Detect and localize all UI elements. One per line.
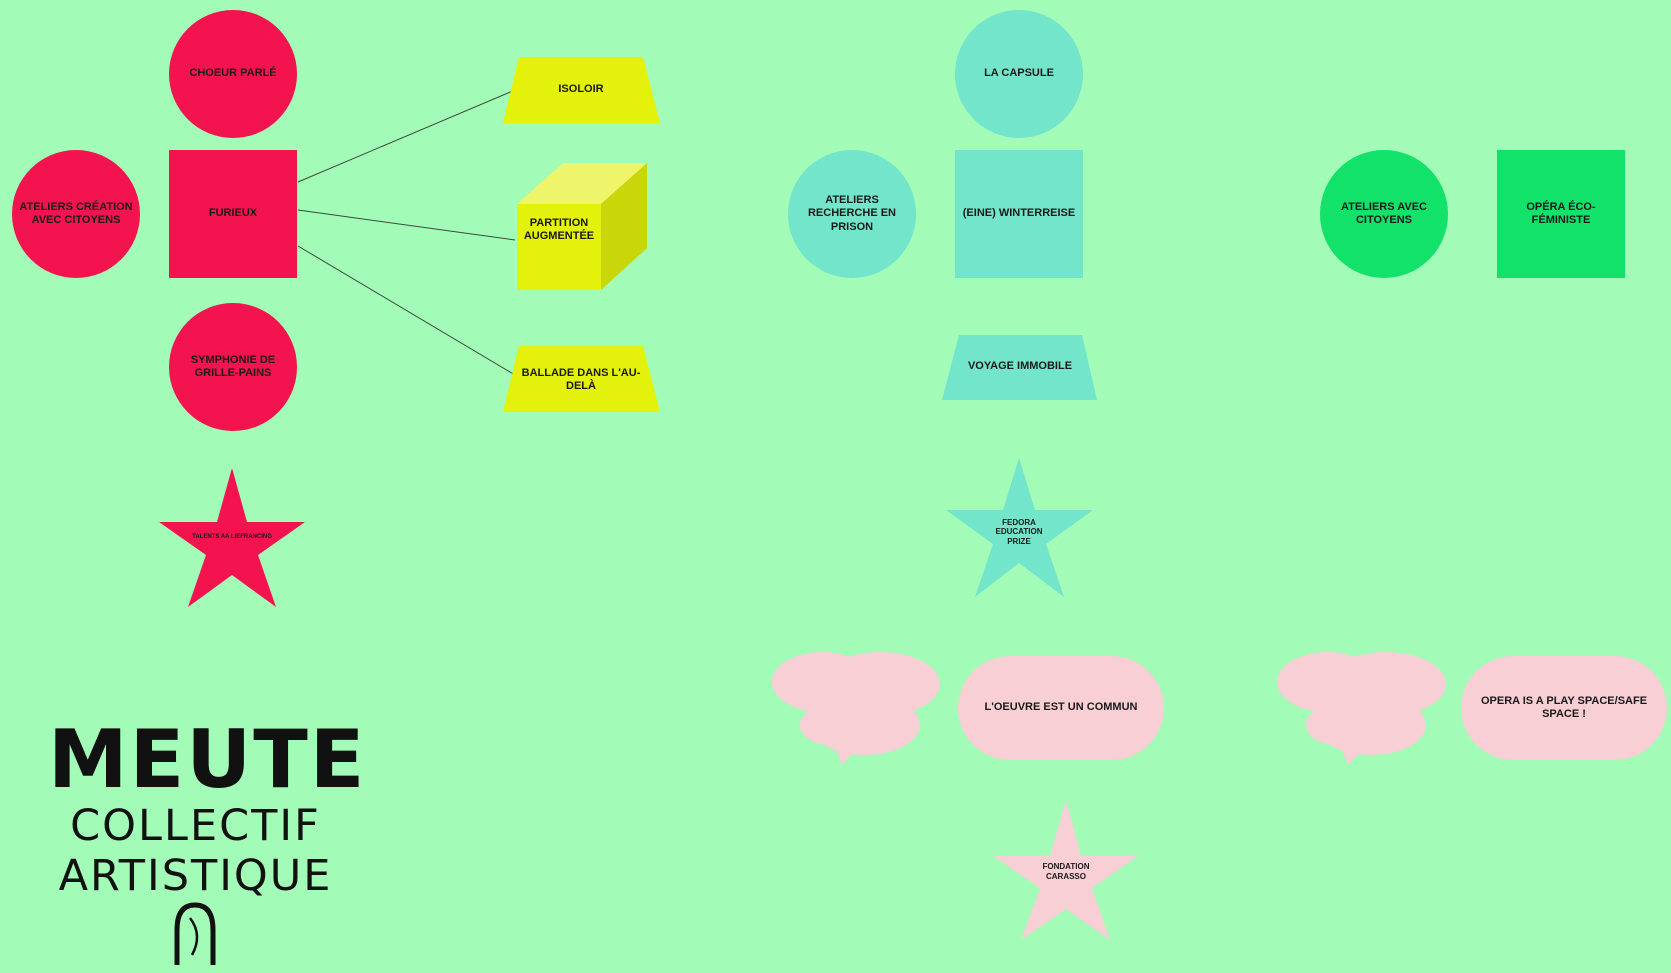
logo-line-2: ARTISTIQUE: [58, 851, 333, 901]
node-partition-label: PARTITION AUGMENTÉE: [523, 216, 595, 242]
cube-partition: [517, 163, 647, 290]
node-label: ATELIERS RECHERCHE EN PRISON: [807, 194, 896, 233]
node-label: ATELIERS CRÉATION AVEC CITOYENS: [19, 200, 133, 226]
node-isoloir-label: ISOLOIR: [558, 83, 604, 96]
star-label-teal: FEDORA EDUCATION PRIZE: [995, 517, 1043, 546]
star-label-red: TALENTS AA LIEFRANCING: [192, 533, 272, 540]
logo-line-1: COLLECTIF: [70, 801, 321, 851]
node-label: L'OEUVRE EST UN COMMUN: [984, 701, 1138, 714]
node-ballade-label: BALLADE DANS L'AU-DELÀ: [521, 366, 641, 392]
node-label: CHOEUR PARLÉ: [189, 67, 277, 80]
node-ateliers-avec-citoyens: ATELIERS AVEC CITOYENS: [1320, 150, 1448, 278]
connector-furieux-isoloir: [297, 89, 516, 183]
trapezoid-ballade: [503, 346, 660, 412]
node-label: LA CAPSULE: [984, 67, 1054, 80]
node-ateliers-recherche: ATELIERS RECHERCHE EN PRISON: [788, 150, 916, 278]
brain-icon: [1277, 652, 1446, 765]
node-oeuvre-commun: L'OEUVRE EST UN COMMUN: [958, 656, 1164, 760]
node-label: (EINE) WINTERREISE: [962, 207, 1076, 220]
node-symphonie-grille-pains: SYMPHONIE DE GRILLE-PAINS: [169, 303, 297, 431]
node-label: ATELIERS AVEC CITOYENS: [1341, 200, 1427, 226]
node-label: OPERA IS A PLAY SPACE/SAFE SPACE !: [1480, 694, 1648, 720]
node-voyage-immobile-label: VOYAGE IMMOBILE: [967, 360, 1073, 373]
trapezoid-isoloir: [503, 57, 660, 123]
node-opera-eco-feministe: OPÉRA ÉCO-FÉMINISTE: [1497, 150, 1625, 278]
node-label: SYMPHONIE DE GRILLE-PAINS: [190, 353, 276, 379]
node-label: OPÉRA ÉCO-FÉMINISTE: [1526, 200, 1596, 226]
node-ateliers-creation: ATELIERS CRÉATION AVEC CITOYENS: [12, 150, 140, 278]
brain-icon: [772, 652, 940, 765]
node-opera-play-space: OPERA IS A PLAY SPACE/SAFE SPACE !: [1461, 656, 1667, 760]
node-choeur-parle: CHOEUR PARLÉ: [169, 10, 297, 138]
logo-mark-icon: [174, 902, 216, 965]
node-la-capsule: LA CAPSULE: [955, 10, 1083, 138]
node-furieux: FURIEUX: [169, 150, 297, 278]
logo-title: MEUTE: [48, 713, 367, 806]
star-teal: [946, 458, 1093, 597]
node-label: FURIEUX: [208, 207, 258, 220]
connector-furieux-ballade: [297, 245, 516, 376]
star-pink: [993, 800, 1138, 940]
star-red: [159, 468, 305, 607]
star-label-pink: FONDATION CARASSO: [1042, 862, 1090, 881]
connector-furieux-partition: [297, 209, 516, 241]
trapezoid-voyage-immobile: [942, 335, 1097, 400]
node-winterreise: (EINE) WINTERREISE: [955, 150, 1083, 278]
